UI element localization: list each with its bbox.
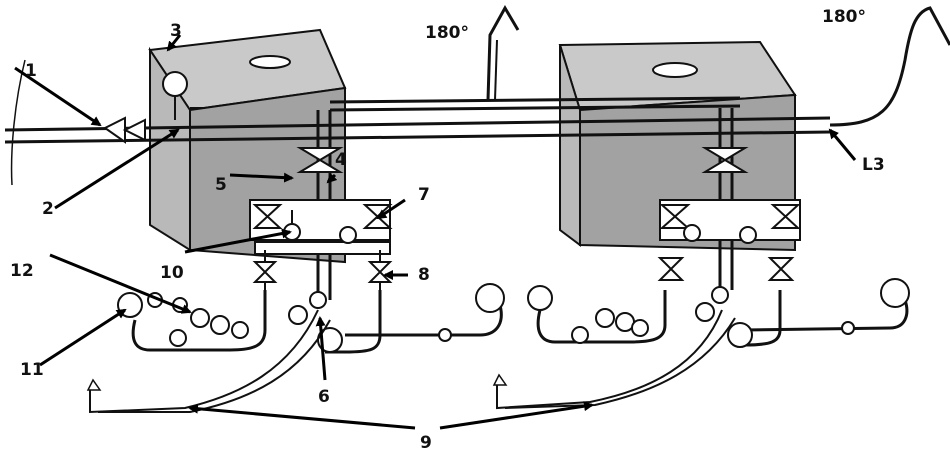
label-3: 3 xyxy=(170,21,182,41)
label-7: 7 xyxy=(418,185,430,205)
label-1: 1 xyxy=(25,61,37,81)
label-10: 10 xyxy=(160,263,184,283)
inlet-hose xyxy=(10,59,26,186)
manifold-right xyxy=(657,108,801,290)
label-13: L3 xyxy=(862,155,885,175)
label-angle-2: 180° xyxy=(822,7,866,27)
label-angle-1: 180° xyxy=(425,23,469,43)
label-11: 11 xyxy=(20,360,44,380)
gauge-left xyxy=(475,283,505,313)
label-8: 8 xyxy=(418,265,430,285)
main-pipeline xyxy=(4,4,950,144)
label-6-lower: 6 xyxy=(318,387,330,407)
label-12: 12 xyxy=(10,261,34,281)
tank-hatch xyxy=(249,55,291,69)
lower-right-piping xyxy=(527,278,910,348)
label-4: 4 xyxy=(335,150,347,170)
label-2: 2 xyxy=(42,199,54,219)
tank-hatch-right xyxy=(652,62,698,78)
lower-left-piping xyxy=(117,283,505,354)
inlet-valve xyxy=(103,71,205,144)
valve-4 xyxy=(296,147,344,173)
label-9: 9 xyxy=(420,433,432,453)
gauge-right xyxy=(880,278,910,308)
label-5: 5 xyxy=(215,175,227,195)
leader-arrows xyxy=(14,34,857,430)
